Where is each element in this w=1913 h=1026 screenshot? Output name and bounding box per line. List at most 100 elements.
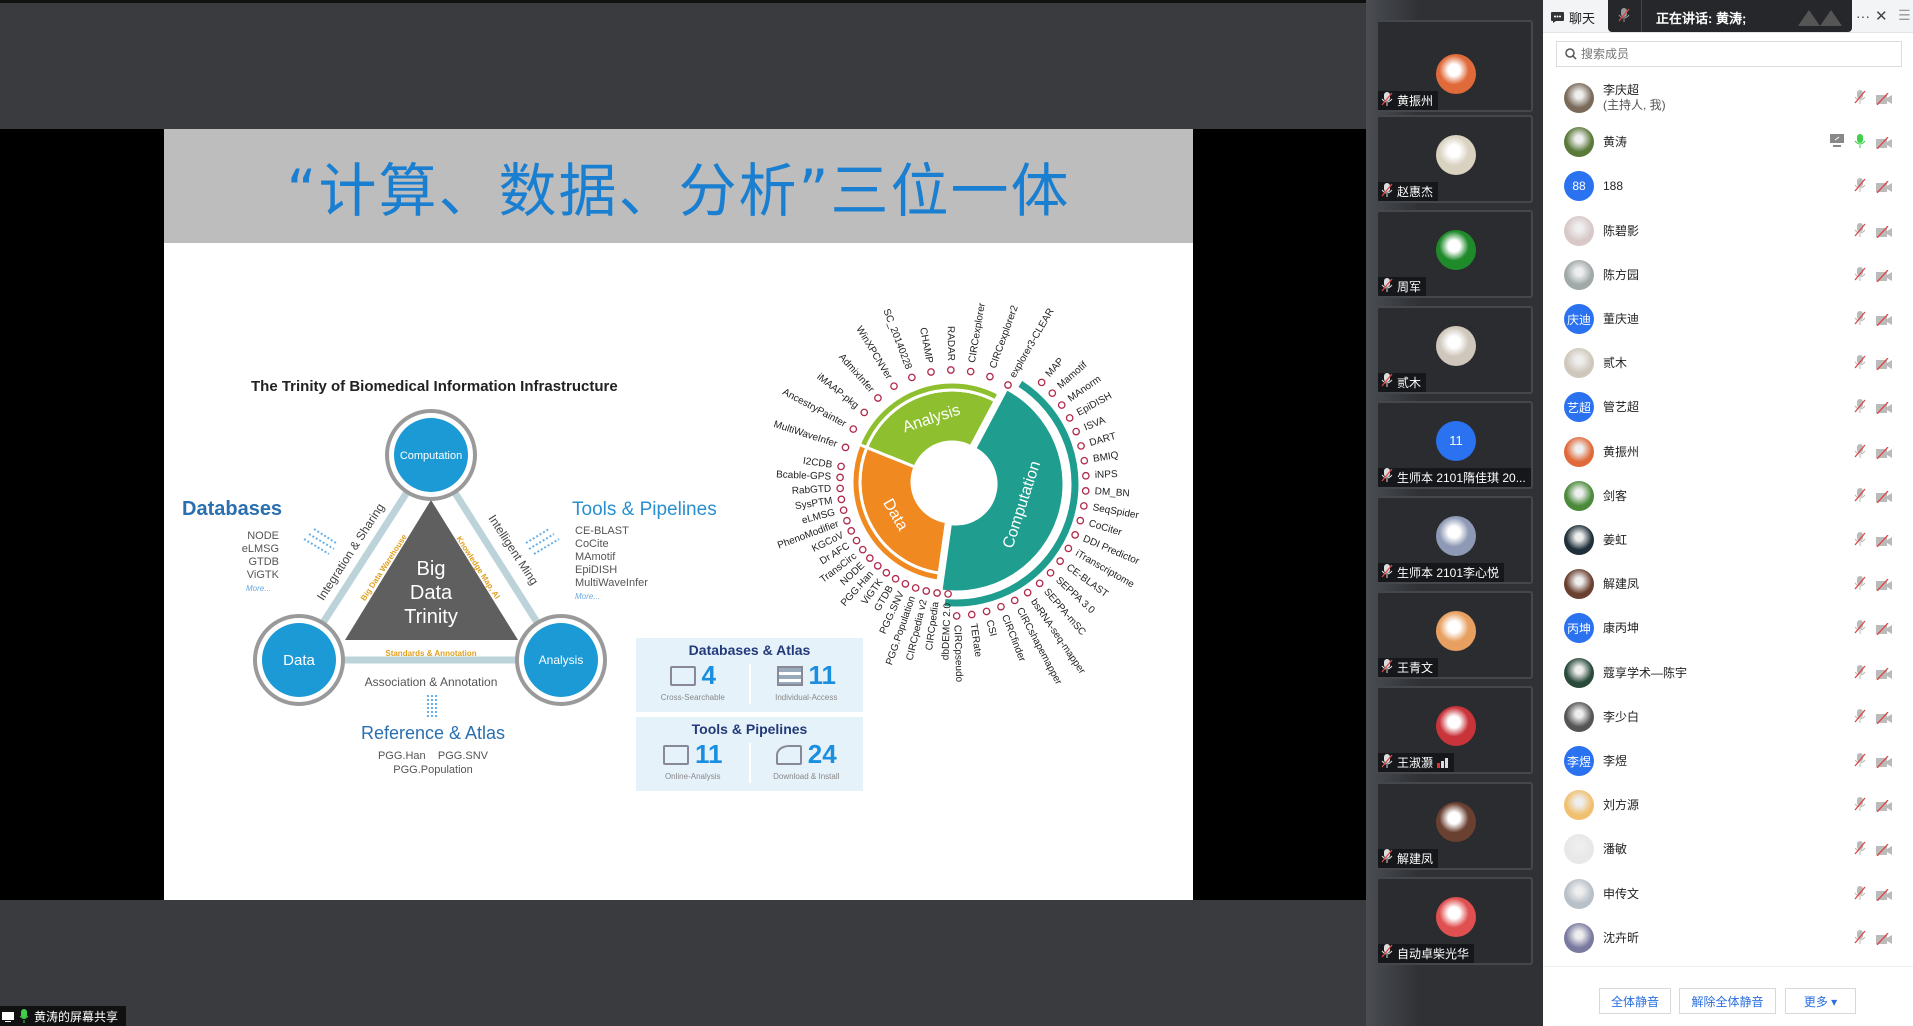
video-tile[interactable]: 周军 [1376,210,1533,299]
mic-on-icon[interactable] [1854,134,1866,154]
tool-label: CIRCexplorer [967,301,988,363]
video-tile[interactable]: 贰木 [1376,305,1533,394]
camera-off-icon[interactable] [1876,888,1892,906]
tool-dot [1082,471,1090,480]
camera-off-icon[interactable] [1876,225,1892,243]
tab-chat[interactable]: 聊天 [1551,8,1595,27]
member-row[interactable]: 丙坤 康丙坤 [1543,606,1913,650]
tool-dot [982,607,991,616]
more-actions-button[interactable]: 更多 ▾ [1785,988,1856,1014]
mic-muted-icon[interactable] [1854,576,1866,596]
camera-off-icon[interactable] [1876,667,1892,685]
camera-off-icon[interactable] [1876,622,1892,640]
unmute-all-button[interactable]: 解除全体静音 [1679,988,1776,1014]
camera-off-icon[interactable] [1876,180,1892,198]
video-tile[interactable]: 自动卓柴光华 [1376,876,1533,965]
member-search[interactable] [1556,41,1902,67]
mic-muted-icon[interactable] [1854,90,1866,110]
close-panel-button[interactable]: ✕ [1875,8,1888,25]
member-avatar [1564,525,1594,555]
svg-text:More...: More... [246,584,271,593]
mic-muted-icon[interactable] [1854,532,1866,552]
menu-icon[interactable]: ☰ [1898,7,1911,23]
tool-label: Bcable-GPS [776,469,832,482]
tool-dot [1077,442,1085,450]
member-row[interactable]: 潘敏 [1543,827,1913,871]
tool-dot [839,506,848,515]
member-row[interactable]: 88 188 [1543,164,1913,208]
mic-muted-icon[interactable] [1854,929,1866,950]
member-row[interactable]: 艺超 管艺超 [1543,385,1913,429]
video-tile[interactable]: 王青文 [1376,591,1533,680]
camera-off-icon[interactable] [1876,401,1892,419]
mic-muted-icon[interactable] [1854,708,1866,729]
member-row[interactable]: 刘方源 [1543,783,1913,827]
mic-muted-icon[interactable] [1854,885,1866,906]
member-row[interactable]: 李少白 [1543,695,1913,739]
member-row[interactable]: 李庆超(主持人, 我) [1543,76,1913,120]
participant-name-tag: 解建凤 [1378,848,1439,868]
member-name: 贰木 [1603,356,1628,371]
mic-muted-icon[interactable] [1854,753,1866,773]
mic-muted-icon[interactable] [1854,178,1866,198]
mic-muted-icon[interactable] [1854,266,1866,287]
member-name: 康丙坤 [1603,621,1640,636]
edge-label-bottom: Association & Annotation [365,675,498,689]
mic-muted-icon[interactable] [1854,399,1866,419]
big-data-triangle [345,500,518,640]
member-row[interactable]: 蔻享学术—陈宇 [1543,651,1913,695]
segment-computation [939,386,1066,594]
camera-off-icon[interactable] [1876,357,1892,375]
video-tile[interactable]: 黄振州 [1376,20,1533,112]
camera-off-icon[interactable] [1876,799,1892,817]
camera-off-icon[interactable] [1876,136,1892,154]
camera-off-icon[interactable] [1876,578,1892,596]
speaking-indicator: 正在讲话: 黄涛; [1608,0,1852,32]
member-row[interactable]: 解建凤 [1543,562,1913,606]
member-row[interactable]: 陈方园 [1543,253,1913,297]
video-tile[interactable]: 11 生师本 2101隋佳琪 20... [1376,400,1533,489]
video-tile[interactable]: 解建凤 [1376,781,1533,870]
camera-off-icon[interactable] [1876,313,1892,331]
member-row[interactable]: 黄涛 [1543,120,1913,164]
member-row[interactable]: 黄振州 [1543,430,1913,474]
more-options-button[interactable]: ··· [1856,8,1870,24]
camera-off-icon[interactable] [1876,534,1892,552]
camera-off-icon[interactable] [1876,711,1892,729]
mic-muted-icon[interactable] [1854,443,1866,464]
mic-muted-icon[interactable] [1854,222,1866,243]
camera-off-icon[interactable] [1876,446,1892,464]
member-row[interactable]: 姜虹 [1543,518,1913,562]
mic-muted-icon[interactable] [1854,355,1866,375]
member-row[interactable]: 申传文 [1543,872,1913,916]
video-tile[interactable]: 赵惠杰 [1376,115,1533,204]
member-row[interactable]: 剑客 [1543,474,1913,518]
participant-name-tag: 自动卓柴光华 [1378,943,1475,963]
mic-muted-icon[interactable] [1854,797,1866,817]
mic-muted-icon[interactable] [1854,620,1866,640]
camera-off-icon[interactable] [1876,490,1892,508]
member-name: 剑客 [1603,488,1628,503]
member-row[interactable]: 李煜 李煜 [1543,739,1913,783]
mic-muted-icon[interactable] [1854,841,1866,861]
mic-muted-icon[interactable] [1854,664,1866,685]
search-input[interactable] [1581,47,1881,61]
member-list[interactable]: 李庆超(主持人, 我) 黄涛 88 188 陈碧影 陈方园 庆迪 董庆迪 贰木 … [1543,76,1913,966]
member-avatar [1564,922,1594,953]
mic-muted-icon[interactable] [1854,311,1866,331]
camera-off-icon[interactable] [1876,92,1892,110]
video-tile[interactable]: 王淑灏 [1376,686,1533,775]
video-tile[interactable]: 生师本 2101李心悦 [1376,496,1533,584]
camera-off-icon[interactable] [1876,269,1892,287]
member-row[interactable]: 陈碧影 [1543,209,1913,253]
camera-off-icon[interactable] [1876,843,1892,861]
camera-off-icon[interactable] [1876,755,1892,773]
camera-off-icon[interactable] [1876,932,1892,950]
mic-muted-icon[interactable] [1854,487,1866,508]
mute-all-button[interactable]: 全体静音 [1599,988,1671,1014]
member-row[interactable]: 沈卉昕 [1543,916,1913,960]
member-avatar [1564,878,1594,909]
member-row[interactable]: 庆迪 董庆迪 [1543,297,1913,341]
member-row[interactable]: 贰木 [1543,341,1913,385]
